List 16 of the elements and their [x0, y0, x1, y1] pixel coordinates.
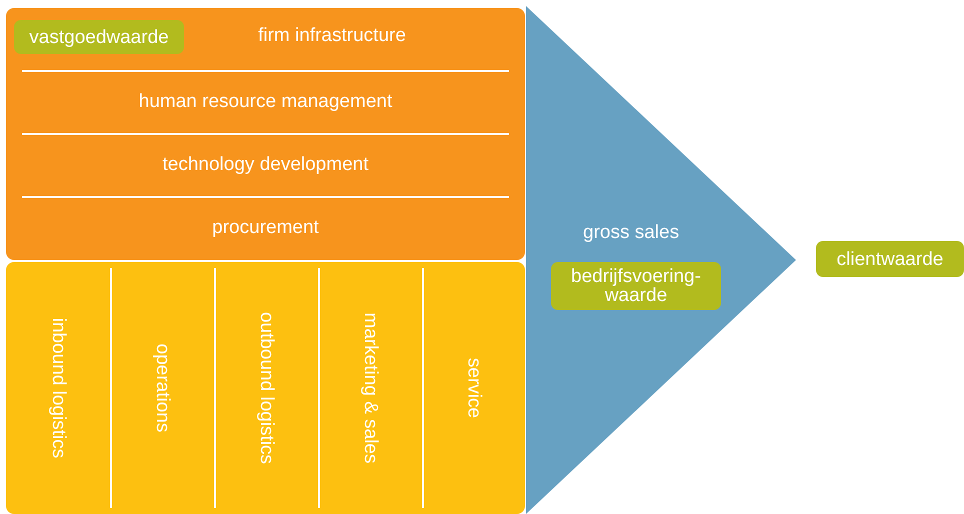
activity-label: procurement — [212, 217, 319, 239]
support-activities-panel — [6, 8, 525, 260]
margin-label: gross sales — [583, 222, 680, 244]
margin-arrow — [526, 6, 796, 514]
primary-activities-panel — [6, 262, 525, 514]
activity-label: service — [462, 358, 484, 418]
activity-label: outbound logistics — [255, 312, 277, 464]
activity-label: operations — [151, 344, 173, 432]
activity-label: marketing & sales — [359, 312, 381, 464]
value-tag: vastgoedwaarde — [14, 20, 184, 54]
activity-label: inbound logistics — [47, 318, 69, 458]
activity-label: technology development — [162, 154, 368, 176]
value-tag: bedrijfsvoering- waarde — [551, 262, 721, 310]
activity-label: firm infrastructure — [258, 25, 406, 47]
value-tag: clientwaarde — [816, 241, 964, 277]
activity-label: human resource management — [138, 90, 392, 112]
